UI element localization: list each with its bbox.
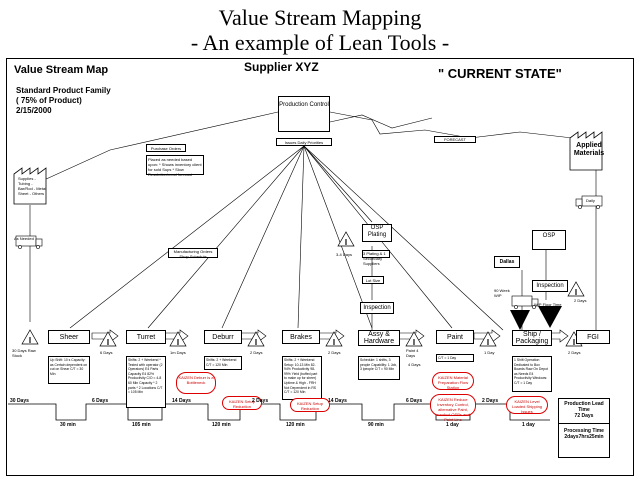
supplier-list: Supplies - Tubing - Bar/Rod - Metal Shee… <box>18 176 47 196</box>
dallas-note: 90 Week WIP <box>494 288 510 298</box>
product-info: Standard Product Family ( 75% of Product… <box>16 86 111 116</box>
issues-daily-label: Issues Daily Priorities <box>276 138 332 146</box>
inv-label-5: Paint 4 Days <box>406 348 419 358</box>
osp-days-label: 3-4 Days <box>336 252 353 257</box>
product-family: Standard Product Family <box>16 86 111 95</box>
dallas-box: Dallas <box>494 256 520 268</box>
inv-label-8: 2 Days <box>568 350 581 355</box>
kaizen-inventory: KAIZEN Reduce Inventory Control, alterna… <box>430 394 476 422</box>
timeline-time-7: 1 day <box>522 422 535 428</box>
timeline-time-6: 1 day <box>446 422 459 428</box>
production-control-box: Production Control <box>278 96 330 132</box>
timeline-time-4: 120 min <box>286 422 305 428</box>
data-box-paint: C/T = 1 Day <box>436 354 474 362</box>
vsm-frame <box>6 58 634 476</box>
as-needed-label: As Needed <box>14 236 34 241</box>
page-title: Value Stream Mapping <box>218 5 422 30</box>
kaizen-setup-2: KAIZEN Setup Reduction <box>290 398 330 412</box>
data-box-sheer: Up Shift: 10 s Capacity: as Certain depe… <box>48 356 90 384</box>
osp-notes: 3 Plating & 1 Secondary Suppliers <box>362 250 390 266</box>
process-assy-hardware: Assy & Hardware <box>358 330 400 346</box>
timeline-days-3: 14 Days <box>172 398 191 404</box>
data-box-brakes: Shifts: 2 + Weekend Setup: 10-13 Min 82-… <box>282 356 322 400</box>
state-label: " CURRENT STATE" <box>438 66 562 81</box>
osp-right-box: OSP <box>532 230 566 250</box>
daily-label: Daily <box>586 198 595 203</box>
purchase-notes: Placed as needed based upon: * Shows inv… <box>146 155 204 177</box>
forecast-label: FORECAST <box>434 136 476 143</box>
supplier-name: Supplier XYZ <box>244 60 319 74</box>
lead-time-value: 72 Days <box>574 413 594 419</box>
process-brakes: Brakes <box>282 330 320 344</box>
purchase-orders-label: Purchase Orders <box>146 144 186 152</box>
inv-label-1: 6 Days <box>100 350 113 355</box>
svg-text:I: I <box>255 338 257 347</box>
timeline-time-1: 30 min <box>60 422 76 428</box>
inspection-box: Inspection <box>360 302 394 314</box>
data-box-ship: 1 Shift Operation Dedicated to Box Board… <box>512 356 552 392</box>
svg-text:I: I <box>177 338 179 347</box>
kaizen-material-prep: KAIZEN Material Preparation Flow Station <box>432 372 474 390</box>
svg-text:I: I <box>29 336 31 345</box>
process-fgi: FGI <box>576 330 610 344</box>
inv-label-4: 2 Days <box>328 350 341 355</box>
processing-time-label: Processing Time <box>559 423 609 434</box>
data-box-deburr: Shifts: 2 + Weekend C/T = 120 Min <box>204 356 242 370</box>
inv-label-7: 1 Day <box>484 350 495 355</box>
svg-text:I: I <box>575 288 577 297</box>
inspection-right-box: Inspection <box>532 280 568 292</box>
wip-note: WIP Floor Time <box>534 302 562 307</box>
osp-lot-size: Lot Size <box>362 276 384 284</box>
kaizen-shipping: KAIZEN Level Loaded Shipping Issues <box>506 396 548 414</box>
ship-qty: 2 Days <box>574 298 587 303</box>
timeline-time-5: 90 min <box>368 422 384 428</box>
customer-name: Applied Materials <box>573 142 605 157</box>
mfg-orders-label: Manufacturing Orders Shop Schedule <box>168 248 218 259</box>
svg-text:I: I <box>345 238 347 247</box>
data-box-turret: Shifts: 2 + Weekend * Tested with operat… <box>126 356 166 408</box>
process-turret: Turret <box>126 330 166 344</box>
process-paint: Paint <box>436 330 474 344</box>
timeline-time-3: 120 min <box>212 422 231 428</box>
svg-text:I: I <box>333 338 335 347</box>
timeline-time-2: 105 min <box>132 422 151 428</box>
svg-text:I: I <box>107 338 109 347</box>
processing-time-value: 2days7hrs25min <box>564 434 604 440</box>
timeline-days-5: 14 Days <box>328 398 347 404</box>
osp-plating-box: OSP Plating <box>362 224 392 242</box>
svg-text:I: I <box>487 338 489 347</box>
lead-time-summary: Production Lead Time 72 Days Processing … <box>558 398 610 458</box>
inv-label-2: 1m Days <box>170 350 186 355</box>
timeline-days-6: 6 Days <box>406 398 423 404</box>
lead-time-label: Production Lead Time <box>564 401 604 413</box>
raw-stock-note: 30 Days Raw Stock <box>12 348 36 358</box>
page-subtitle: - An example of Lean Tools - <box>190 30 450 55</box>
data-box-assy: Schedule: 1 shifts, 3 people Capability:… <box>358 356 400 380</box>
map-date: 2/15/2000 <box>16 106 52 115</box>
timeline-days-1: 30 Days <box>10 398 29 404</box>
map-title: Value Stream Map <box>14 64 109 76</box>
inv-label-6: 4 Days <box>408 362 421 367</box>
timeline-days-7: 2 Days <box>482 398 499 404</box>
product-percent: ( 75% of Product) <box>16 96 82 105</box>
process-ship-packaging: Ship / Packaging <box>512 330 552 346</box>
process-sheer: Sheer <box>48 330 90 344</box>
kaizen-deburr: KAIZEN Deburr is a Bottleneck <box>176 372 216 394</box>
kaizen-setup-1: KAIZEN Setup Reduction <box>222 396 262 410</box>
inv-label-3: 2 Days <box>250 350 263 355</box>
timeline-days-2: 6 Days <box>92 398 109 404</box>
timeline-days-4: 2 Days <box>252 398 269 404</box>
svg-text:I: I <box>413 338 415 347</box>
process-deburr: Deburr <box>204 330 242 344</box>
svg-text:I: I <box>573 338 575 347</box>
